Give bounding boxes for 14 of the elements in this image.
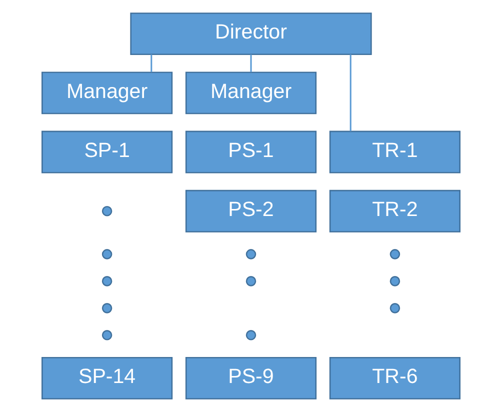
node-box: TR-2 — [329, 190, 460, 232]
node-box: Manager — [42, 72, 173, 114]
node-box: PS-1 — [185, 130, 317, 174]
node-box: TR-1 — [329, 130, 460, 174]
node-box: SP-1 — [42, 130, 173, 174]
connector — [250, 54, 252, 72]
node-box: TR-6 — [329, 357, 460, 400]
node-box: Manager — [185, 72, 317, 114]
node-box: Director — [130, 12, 372, 55]
node-box: PS-9 — [185, 357, 317, 400]
node-box: PS-2 — [185, 190, 317, 232]
connector — [150, 54, 152, 72]
node-box: SP-14 — [42, 357, 173, 400]
connector — [350, 54, 352, 132]
